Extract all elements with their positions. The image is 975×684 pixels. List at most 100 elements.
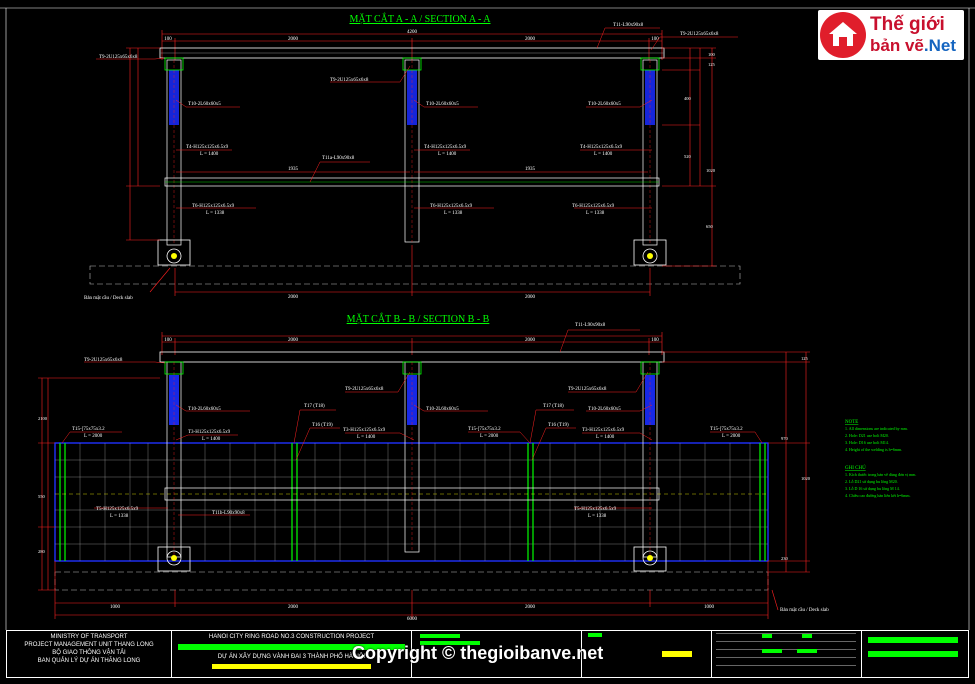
label-t15-b: T15-[75x75x3.2 [468,427,501,432]
label-t17-a: T17 (T18) [304,404,325,409]
dim-label: 2000 [525,605,536,610]
org-line: MINISTRY OF TRANSPORT [50,634,128,640]
post-right [633,57,667,266]
label-t15-c: T15-[75x75x3.2 [710,427,743,432]
label-t11: T11-L90x90x8 [613,23,644,28]
project-vn: DỰ ÁN XÂY DỰNG VÀNH ĐAI 3 THÀNH PHỐ HÀ N… [217,654,366,660]
post-mid [402,57,422,243]
label-t5-b-l: L = 1338 [588,514,607,519]
dim-label: 2000 [288,338,299,343]
dim-label: 230 [781,556,789,561]
label-t5-a-l: L = 1338 [110,514,129,519]
label-t11-b: T11-L90x90x8 [575,323,606,328]
label-t3-c: T3-H125x125x6.5x9 [582,428,625,433]
section-b-dim-bottom [54,561,769,619]
label-t11a: T11a-L90x90x8 [322,156,355,161]
note-item-vn: 2. Lỗ D21 sử dụng bu lông M20. [845,479,898,484]
label-t9-mid: T9-2U125x65x6x8 [330,78,369,83]
title-block: MINISTRY OF TRANSPORT PROJECT MANAGEMENT… [6,630,969,678]
label-t4-left: T4-H125x125x6.5x9 [186,145,229,150]
section-b-dim-top [161,332,663,355]
section-a-dim-left [126,47,160,241]
label-t16-a: T16 (T19) [312,423,333,428]
post-left [157,57,191,266]
org-line: BỘ GIAO THÔNG VẬN TẢI [52,650,126,656]
dim-label: 2000 [288,295,299,300]
section-b: MẶT CẮT B - B / SECTION B - B 100 2000 2… [38,312,829,622]
barrier-frames [59,443,766,561]
dim-label: 100 [651,338,659,343]
notes-heading-vn: GHI CHÚ [845,465,866,471]
label-t9-left: T9-2U125x65x6x8 [99,55,138,60]
label-t6-mid-l: L = 1338 [444,211,463,216]
dim-label: 1935 [288,167,299,172]
section-b-title: MẶT CẮT B - B / SECTION B - B [347,312,490,325]
label-t16-b: T16 (T19) [548,423,569,428]
section-a-dim-top [161,30,663,60]
note-item: 3. Hole: D16 use bolt M14. [845,440,889,445]
note-item: 4. Height of the welding is h=6mm. [845,447,902,452]
post-mid-b [402,361,422,553]
green-bar [178,644,405,650]
label-t4-mid: T4-H125x125x6.5x9 [424,145,467,150]
dim-label: 1000 [110,605,121,610]
dim-label: 280 [38,549,46,554]
label-t15-b-l: L = 2000 [480,434,499,439]
label-t6-right: T6-H125x125x6.5x9 [572,204,615,209]
label-t3-a: T3-H125x125x6.5x9 [188,430,231,435]
note-item-vn: 3. Lỗ D 16 sử dụng bu lông M 14. [845,486,900,491]
label-t3-b: T3-H125x125x6.5x9 [343,428,386,433]
drawing-no-cell [862,631,968,677]
deck-label: Bản mặt cầu / Deck slab [84,296,133,301]
section-b-dim-right [662,351,810,573]
deck-label-b: Bản mặt cầu / Deck slab [780,608,829,613]
dim-label: 2100 [38,416,48,421]
section-a-dim-right [662,47,716,267]
label-t6-left-l: L = 1338 [206,211,225,216]
dim-label: 2000 [288,37,299,42]
label-t4-mid-l: L = 1400 [438,152,457,157]
label-t10-left: T10-2L60x60x5 [188,102,221,107]
site-logo[interactable]: Thế giới bản vẽ.Net [818,10,964,60]
post-left-b [157,361,191,572]
label-t15-a: T15-[75x75x3.2 [72,427,105,432]
revision-cell [712,631,862,677]
dim-label: 1935 [525,167,536,172]
section-b-leaders [61,329,763,516]
dim-label: 1020 [801,476,811,481]
project-en: HANOI CITY RING ROAD NO.3 CONSTRUCTION P… [208,634,375,640]
label-t3-a-l: L = 1400 [202,437,221,442]
label-t6-left: T6-H125x125x6.5x9 [192,204,235,209]
dim-label: 650 [706,224,714,229]
section-b-dim-left [38,377,160,591]
label-t15-a-l: L = 2000 [84,434,103,439]
org-cell: MINISTRY OF TRANSPORT PROJECT MANAGEMENT… [7,631,172,677]
label-t11b: T11b-L90x90x8 [212,511,245,516]
label-t3-b-l: L = 1400 [357,435,376,440]
dim-label: 550 [38,494,46,499]
watermark: Copyright © thegioibanve.net [352,643,604,663]
note-item: 2. Hole: D21 use bolt M20. [845,433,889,438]
dim-label: 520 [684,154,692,159]
dim-label: 970 [781,436,789,441]
label-t10-right-b: T10-2L60x60x5 [588,407,621,412]
label-t17-b: T17 (T18) [543,404,564,409]
dim-label: 4200 [407,30,418,35]
dim-label: 100 [164,37,172,42]
info-cell [412,631,582,677]
label-t9-right: T9-2U125x65x6x8 [680,32,719,37]
dim-label: 2000 [525,37,536,42]
org-line: PROJECT MANAGEMENT UNIT THANG LONG [24,642,154,648]
label-t4-left-l: L = 1400 [200,152,219,157]
label-t3-c-l: L = 1400 [596,435,615,440]
dim-label: 125 [801,356,809,361]
dim-label: 2000 [288,605,299,610]
dim-label: 2000 [525,295,536,300]
label-t10-mid: T10-2L60x60x5 [426,102,459,107]
section-a-title: MẶT CẮT A - A / SECTION A - A [349,12,491,25]
label-t9-left-b: T9-2U125x65x6x8 [84,358,123,363]
org-line: BAN QUẢN LÝ DỰ ÁN THĂNG LONG [37,658,141,664]
dim-label: 100 [651,37,659,42]
label-t5-b: T5-H125x125x6.5x9 [574,507,617,512]
label-t9-mid-b: T9-2U125x65x6x8 [345,387,384,392]
